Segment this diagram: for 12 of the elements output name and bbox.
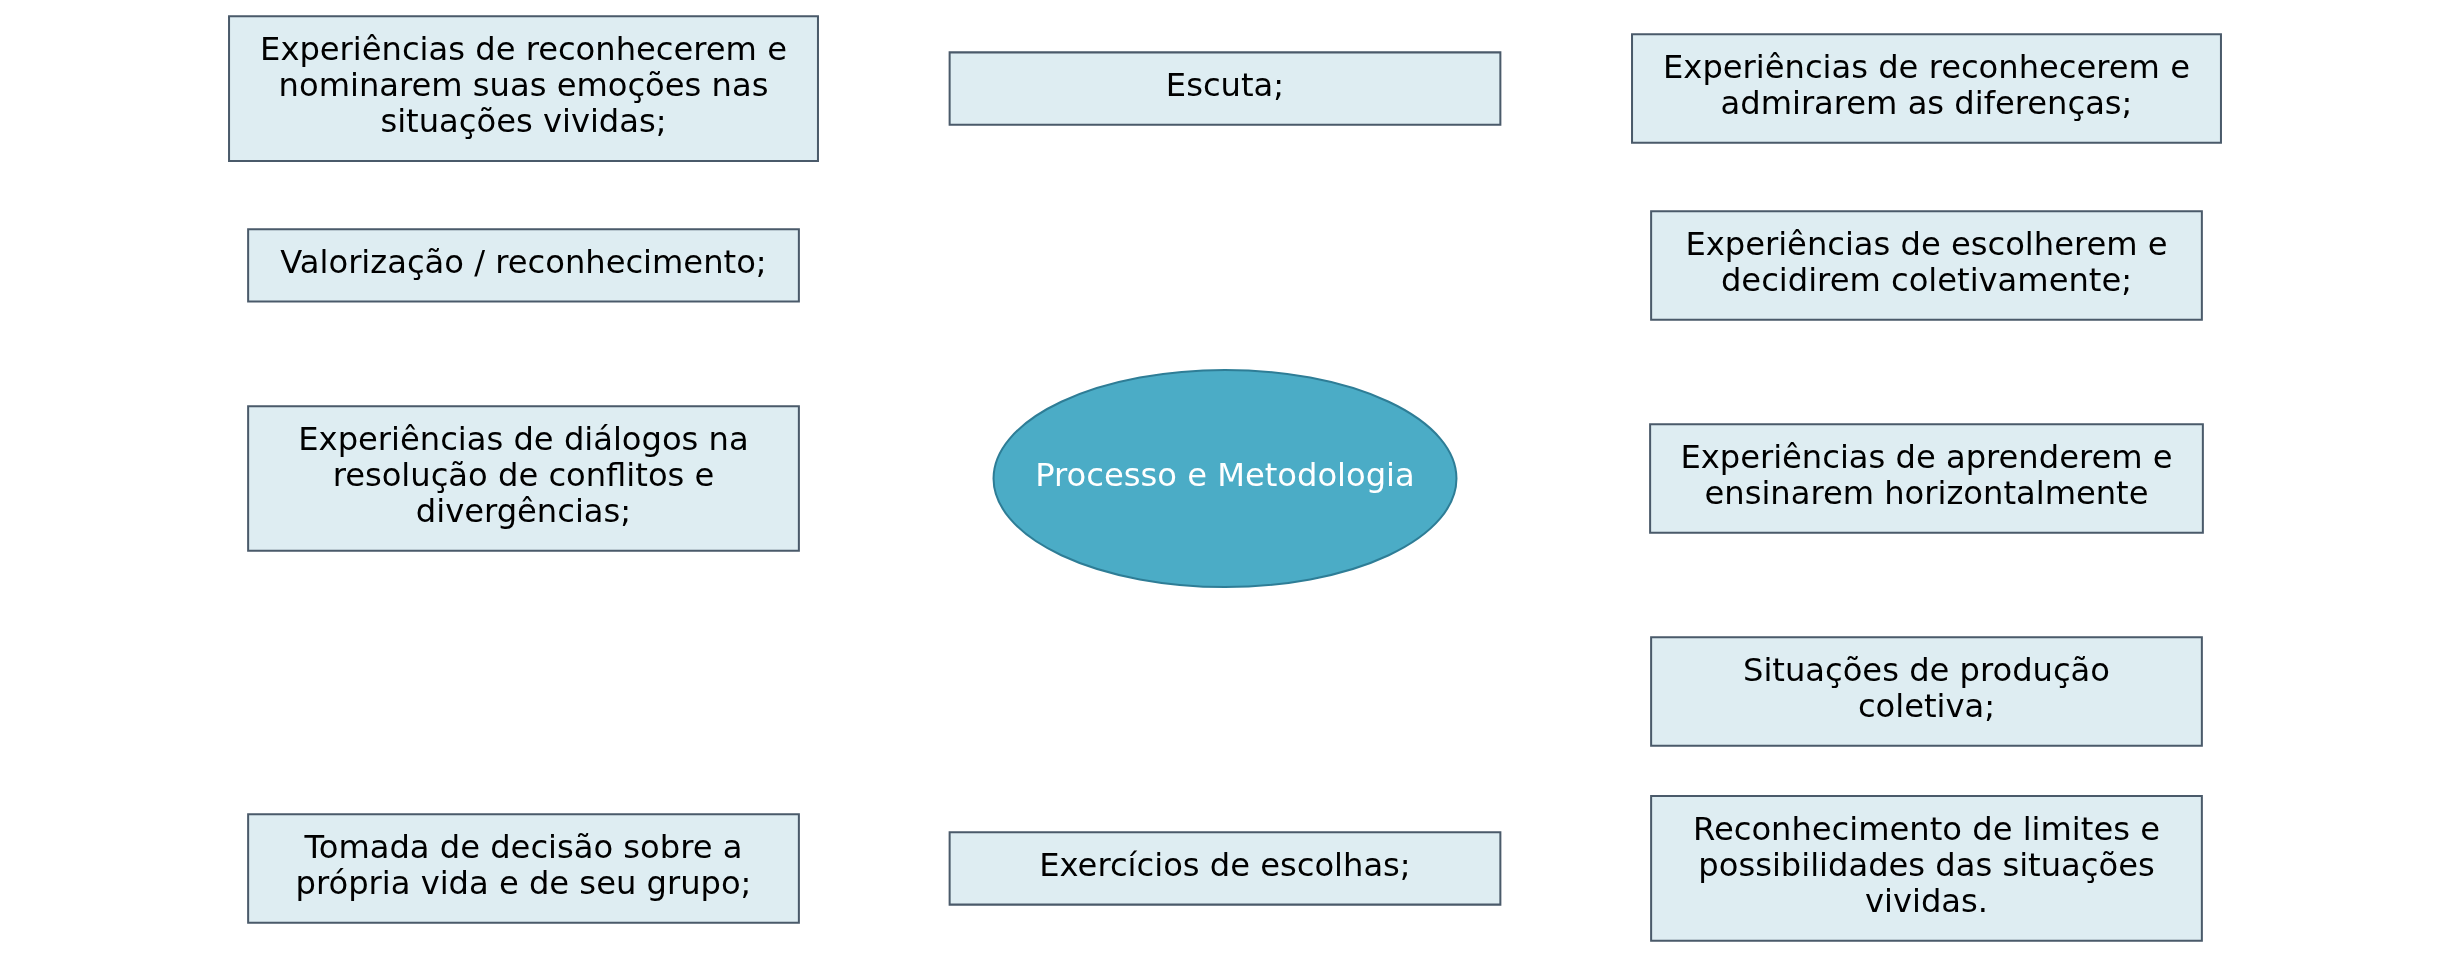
- node-box: Experiências de reconhecerem e nominarem suas emoções nas situações vividas;: [228, 15, 819, 162]
- node-box: Valorização / reconhecimento;: [247, 228, 800, 303]
- node-box: Experiências de reconhecerem e admirarem as diferenças;: [1631, 33, 2222, 144]
- node-box: Escuta;: [948, 51, 1502, 126]
- node-box: Situações de produção coletiva;: [1650, 636, 2203, 747]
- node-box: Experiências de diálogos na resolução de conflitos e divergências;: [247, 405, 800, 552]
- node-box: Tomada de decisão sobre a própria vida e de seu grupo;: [247, 813, 800, 924]
- node-box: Reconhecimento de limites e possibilidades das situações vividas.: [1650, 795, 2203, 942]
- node-box: Experiências de aprenderem e ensinarem horizontalmente: [1649, 423, 2204, 534]
- node-box: Experiências de escolherem e decidirem coletivamente;: [1650, 210, 2203, 321]
- node-box: Exercícios de escolhas;: [948, 831, 1502, 906]
- node-ellipse: Processo e Metodologia: [992, 368, 1458, 589]
